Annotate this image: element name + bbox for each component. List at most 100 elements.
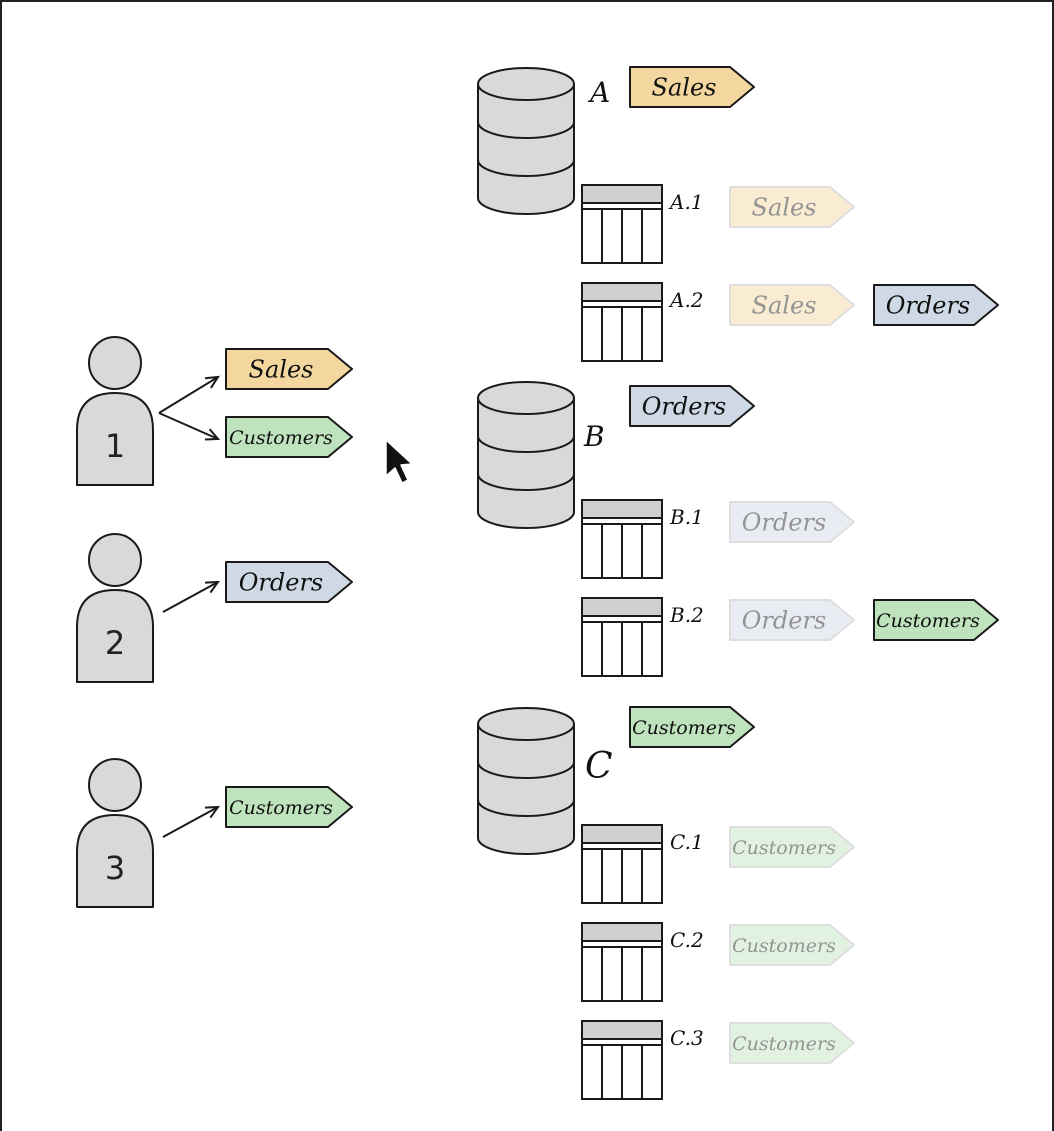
table-a-1-icon: [581, 184, 663, 264]
tag-shape: [729, 1022, 855, 1064]
tag-label: Customers: [632, 717, 736, 739]
db-body: [477, 398, 575, 529]
user-1-arrow-2: [158, 412, 221, 441]
db-ring: [477, 121, 575, 139]
tag-shape: [629, 385, 755, 427]
arrow-line: [162, 806, 219, 838]
arrow-line: [158, 412, 219, 440]
table-label: A.2: [668, 288, 704, 312]
tag-label: Orders: [742, 607, 827, 635]
table-header: [581, 184, 663, 204]
table-label: C.1: [670, 830, 704, 854]
db-ring: [477, 473, 575, 491]
own-tag: Customers: [873, 599, 999, 641]
table-header: [581, 824, 663, 844]
table-c-2-icon: [581, 922, 663, 1002]
tag-label: Orders: [239, 569, 324, 597]
inherited-tag: Customers: [729, 1022, 855, 1064]
user-number: 3: [105, 849, 125, 887]
user-2-icon: 2: [76, 533, 154, 683]
table-c-1-icon: [581, 824, 663, 904]
person-head: [88, 336, 142, 390]
tag-label: Sales: [752, 292, 817, 320]
tag-shape: [729, 599, 855, 641]
inherited-tag: Orders: [729, 501, 855, 543]
tag-label: Customers: [732, 837, 836, 859]
tag-label: Customers: [229, 427, 333, 449]
arrowhead: [204, 805, 221, 819]
arrowhead: [204, 428, 221, 441]
inherited-tag: Orders: [729, 599, 855, 641]
table-label: B.2: [669, 603, 704, 627]
table-header: [581, 597, 663, 617]
user-3-icon: 3: [76, 758, 154, 908]
inherited-tag: Customers: [729, 924, 855, 966]
tag-shape: [729, 186, 855, 228]
tag-shape: [729, 501, 855, 543]
tag-label: Sales: [752, 194, 817, 222]
user-number: 1: [105, 427, 125, 465]
db-ring: [477, 761, 575, 779]
database-a-tag: Sales: [629, 66, 755, 108]
user-2-tag-orders: Orders: [225, 561, 353, 603]
database-a-icon: [477, 67, 575, 215]
user-3-tag-customers: Customers: [225, 786, 353, 828]
db-body: [477, 724, 575, 855]
user-1-arrow-1: [158, 375, 220, 414]
inherited-tag: Sales: [729, 186, 855, 228]
arrow-line: [158, 376, 219, 414]
table-header: [581, 1020, 663, 1040]
inherited-tag: Sales: [729, 284, 855, 326]
tag-label: Customers: [732, 935, 836, 957]
table-label: A.1: [668, 190, 704, 214]
user-3-arrow: [162, 805, 221, 838]
tag-label: Orders: [642, 393, 727, 421]
table-c-3-icon: [581, 1020, 663, 1100]
tag-label: Customers: [229, 797, 333, 819]
tag-shape: [729, 826, 855, 868]
database-label: C: [585, 746, 613, 787]
db-ring: [477, 799, 575, 817]
tag-shape: [729, 284, 855, 326]
own-tag: Orders: [873, 284, 999, 326]
database-c-tag: Customers: [629, 706, 755, 748]
table-label: C.2: [670, 928, 704, 952]
db-ring: [477, 159, 575, 177]
db-body: [477, 84, 575, 215]
person-head: [88, 758, 142, 812]
table-header: [581, 499, 663, 519]
db-top: [477, 707, 575, 741]
arrowhead: [204, 580, 221, 594]
arrow-line: [162, 581, 219, 613]
tag-shape: [225, 561, 353, 603]
db-top: [477, 67, 575, 101]
tag-shape: [225, 786, 353, 828]
tag-shape: [225, 416, 353, 458]
table-label: C.3: [670, 1026, 704, 1050]
tag-label: Sales: [652, 74, 717, 102]
person-head: [88, 533, 142, 587]
person-body: [76, 392, 154, 486]
tag-label: Customers: [876, 610, 980, 632]
tag-shape: [729, 924, 855, 966]
tag-label: Orders: [886, 292, 971, 320]
tag-shape: [629, 706, 755, 748]
mouse-cursor-icon: [385, 439, 413, 484]
table-header: [581, 922, 663, 942]
person-body: [76, 589, 154, 683]
database-b-tag: Orders: [629, 385, 755, 427]
db-top: [477, 381, 575, 415]
user-2-arrow: [162, 580, 221, 613]
user-1-icon: 1: [76, 336, 154, 486]
tag-shape: [873, 284, 999, 326]
tag-label: Sales: [249, 356, 314, 384]
database-label: A: [587, 76, 610, 109]
arrowhead: [204, 375, 220, 389]
user-number: 2: [105, 624, 125, 662]
inherited-tag: Customers: [729, 826, 855, 868]
person-body: [76, 814, 154, 908]
table-b-2-icon: [581, 597, 663, 677]
user-1-tag-sales: Sales: [225, 348, 353, 390]
tag-shape: [629, 66, 755, 108]
